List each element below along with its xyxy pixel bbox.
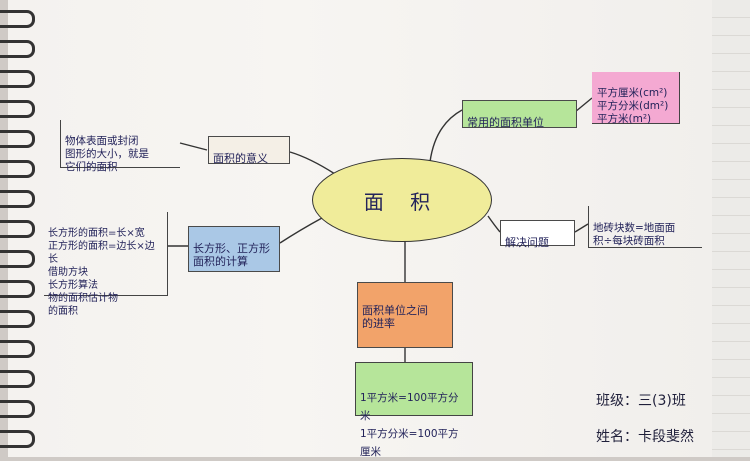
connector-units-note	[574, 97, 593, 113]
center-label: 面 积	[363, 189, 441, 214]
node-units: 常用的面积单位	[462, 100, 577, 129]
node-rate-label: 面积单位之间 的进率	[362, 304, 428, 330]
name-line: 姓名：卡段斐然	[596, 429, 694, 445]
node-meaning: 面积的意义	[208, 136, 290, 165]
node-meaning-label: 面积的意义	[213, 152, 268, 165]
next-page-lined	[712, 0, 750, 457]
note-rate: 1平方米=100平方分米 1平方分米=100平方厘米	[355, 362, 473, 458]
node-solve: 解决问题	[500, 220, 575, 249]
connector-solve-note	[574, 223, 589, 233]
connector-units	[429, 109, 463, 163]
node-solve-label: 解决问题	[505, 236, 549, 249]
note-units: 平方厘米(cm²) 平方分米(dm²) 平方米(m²)	[592, 72, 680, 125]
node-units-label: 常用的面积单位	[467, 116, 544, 129]
node-rect-calc: 长方形、正方形 面积的计算	[188, 226, 280, 272]
note-solve: 地砖块数=地面面 积÷每块砖面积	[588, 206, 702, 248]
connector-rect-calc	[279, 217, 323, 244]
connector-meaning	[289, 151, 336, 175]
class-line: 班级：三(3)班	[596, 393, 686, 409]
note-meaning: 物体表面或封闭 图形的大小，就是 它们的面积	[60, 120, 180, 173]
node-rate: 面积单位之间 的进率	[357, 282, 453, 348]
note-rect-calc: 长方形的面积=长×宽 正方形的面积=边长×边长 借助方块 长方形算法 物的面积估…	[44, 212, 168, 317]
connector-solve	[487, 215, 501, 233]
connector-meaning-note	[179, 142, 208, 151]
center-topic: 面 积	[312, 158, 492, 242]
node-rect-calc-label: 长方形、正方形 面积的计算	[193, 242, 270, 268]
